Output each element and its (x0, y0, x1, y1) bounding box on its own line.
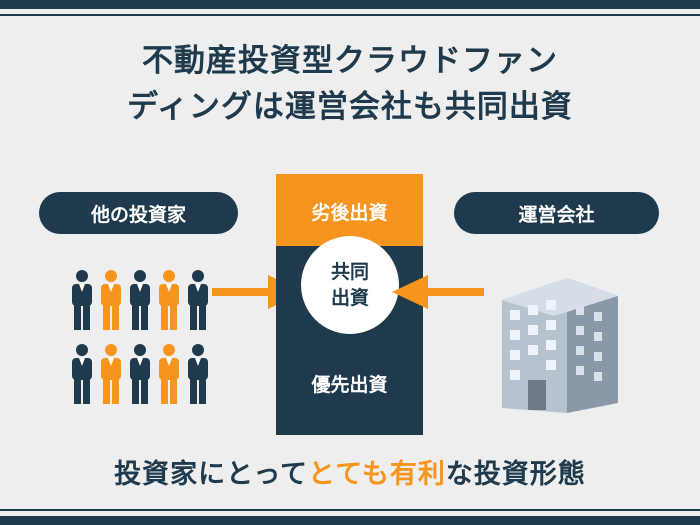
investors-group-icon (70, 270, 212, 410)
person-icon (159, 344, 179, 404)
person-icon (188, 344, 208, 404)
joint-investment-line-1: 共同 (330, 261, 369, 283)
person-icon (72, 270, 92, 330)
conclusion-text: 投資家にとってとても有利な投資形態 (0, 452, 700, 491)
person-icon (130, 344, 150, 404)
person-icon (72, 344, 92, 404)
joint-investment-line-2: 出資 (330, 287, 369, 309)
conclusion-prefix: 投資家にとって (114, 459, 308, 490)
building-windows (510, 300, 556, 380)
building-door (528, 380, 546, 410)
bottom-border (0, 516, 700, 525)
title-line-2: ディングは運営会社も共同出資 (127, 89, 573, 125)
title-line-1: 不動産投資型クラウドファン (142, 43, 558, 79)
subordinated-label: 劣後出資 (311, 202, 388, 224)
investment-column: 劣後出資 共同 出資 優先出資 (276, 174, 423, 435)
other-investors-label: 他の投資家 (39, 192, 238, 234)
conclusion-suffix: な投資形態 (445, 459, 586, 490)
person-icon (101, 270, 121, 330)
person-icon (188, 270, 208, 330)
operator-label: 運営会社 (454, 192, 659, 234)
top-border-thin (0, 14, 700, 16)
arrow-left-icon (392, 275, 484, 309)
person-icon (159, 270, 179, 330)
senior-label: 優先出資 (311, 374, 388, 396)
subordinated-section (276, 174, 423, 246)
page-title: 不動産投資型クラウドファン ディングは運営会社も共同出資 (0, 38, 700, 130)
bottom-border-thin (0, 509, 700, 511)
conclusion-accent: とても有利 (308, 459, 446, 490)
person-icon (101, 344, 121, 404)
office-building-icon (502, 278, 618, 413)
top-border (0, 0, 700, 9)
person-icon (130, 270, 150, 330)
joint-investment-circle: 共同 出資 (301, 236, 399, 334)
